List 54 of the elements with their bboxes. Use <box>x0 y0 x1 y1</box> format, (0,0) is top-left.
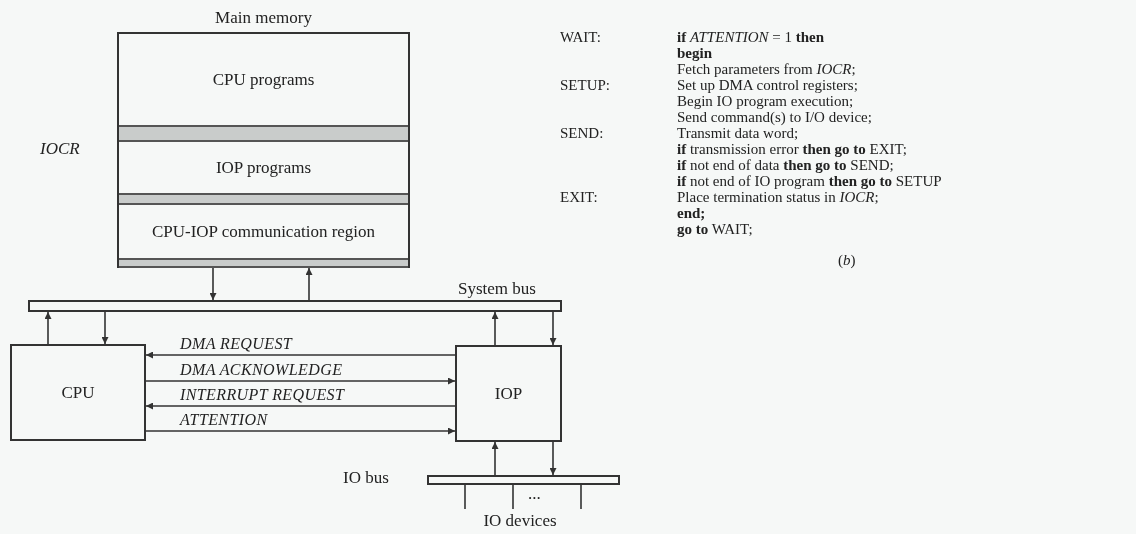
code-label: WAIT: <box>560 29 601 45</box>
ellipsis: ... <box>528 484 541 504</box>
code-line: if not end of data then go to SEND; <box>677 157 894 173</box>
edge-label: DMA REQUEST <box>178 335 295 353</box>
connector-line <box>512 484 514 510</box>
code-line: Place termination status in IOCR; <box>677 189 879 205</box>
iop-box <box>455 345 562 442</box>
arrow <box>44 311 52 345</box>
bus-bar <box>427 475 620 485</box>
arrow <box>549 441 557 476</box>
code-line: if not end of IO program then go to SETUP <box>677 173 942 189</box>
arrow <box>145 402 456 410</box>
region-label: IOCR <box>40 141 80 157</box>
code-line: end; <box>677 205 706 221</box>
code-line: begin <box>677 45 712 61</box>
bus-label: System bus <box>458 279 536 299</box>
code-label: SEND: <box>560 125 604 141</box>
code-label: SETUP: <box>560 77 610 93</box>
memory-box <box>117 32 410 268</box>
node-text: CPU-IOP communication region <box>150 222 377 241</box>
code-line: if transmission error then go to EXIT; <box>677 141 907 157</box>
edge-label: INTERRUPT REQUEST <box>178 386 347 404</box>
connector-line <box>580 484 582 510</box>
node-text: CPU programs <box>211 70 316 89</box>
shaded-band <box>119 258 408 268</box>
arrow <box>101 311 109 345</box>
code-line: Transmit data word; <box>677 125 799 141</box>
connector-line <box>464 484 466 510</box>
bus-bar <box>28 300 562 312</box>
code-line: go to WAIT; <box>677 221 753 237</box>
arrow <box>145 377 456 385</box>
cpu-box <box>10 344 146 441</box>
memory-heading: Main memory <box>214 8 313 28</box>
node-text: IO devices <box>482 510 558 530</box>
arrow <box>491 311 499 346</box>
arrow <box>209 267 217 301</box>
code-line: if ATTENTION = 1 then <box>677 29 825 45</box>
code-line: Set up DMA control registers; <box>677 77 858 93</box>
node-text: IOP programs <box>214 158 313 177</box>
panel-label: (b) <box>838 252 856 268</box>
arrow <box>491 441 499 476</box>
bus-label: IO bus <box>343 468 389 488</box>
node-text: IOP <box>493 384 524 403</box>
shaded-band <box>119 193 408 205</box>
code-line: Begin IO program execution; <box>677 93 854 109</box>
arrow <box>305 267 313 301</box>
code-label: EXIT: <box>560 189 598 205</box>
code-line: Fetch parameters from IOCR; <box>677 61 856 77</box>
code-line: Send command(s) to I/O device; <box>677 109 872 125</box>
arrow <box>145 427 456 435</box>
arrow <box>549 311 557 346</box>
arrow <box>145 351 456 359</box>
node-text: CPU <box>60 383 96 402</box>
shaded-band <box>119 125 408 142</box>
